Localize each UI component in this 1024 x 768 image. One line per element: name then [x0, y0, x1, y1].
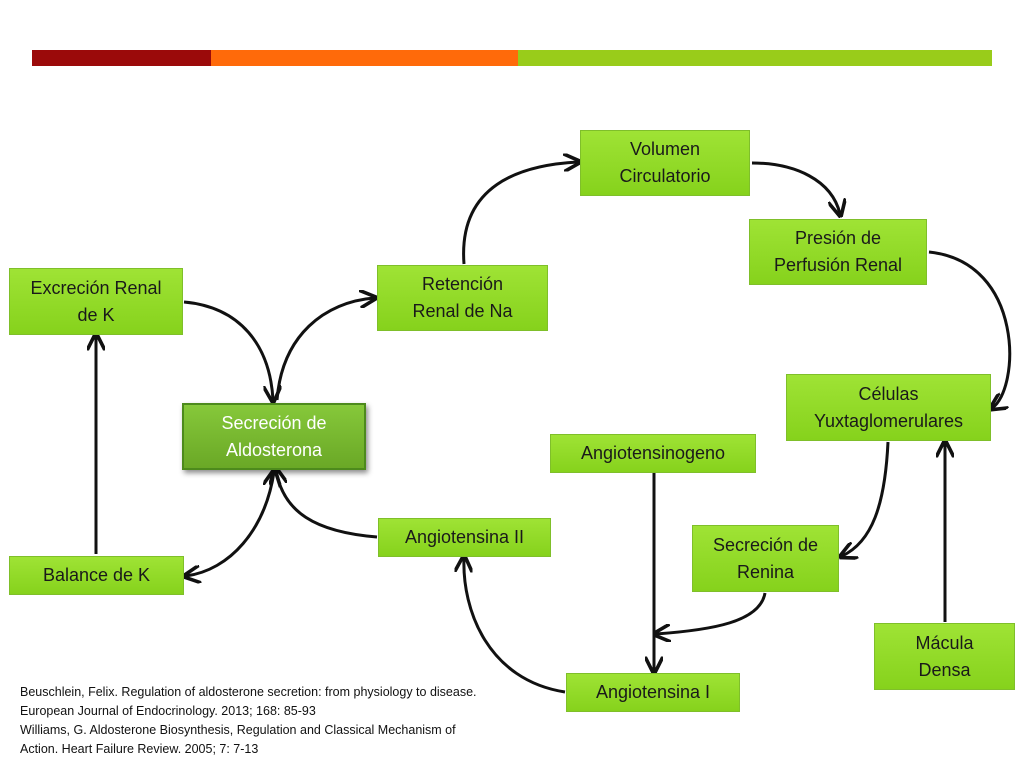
arrow-angiotensina1-to-angiotensina2 [464, 558, 566, 694]
arrow-excrecion-to-aldosterona [183, 300, 273, 400]
node-angiotensina-i: Angiotensina I [566, 673, 740, 712]
reference-item: Williams, G. Aldosterone Biosynthesis, R… [20, 723, 456, 756]
arrow-celulas-to-secrecion-renina [842, 441, 890, 556]
node-retencion-renal-na: Retención Renal de Na [377, 265, 548, 331]
node-balance-k: Balance de K [9, 556, 184, 595]
header-bar-orange [211, 50, 518, 66]
references: Beuschlein, Felix. Regulation of aldoste… [20, 683, 490, 759]
arrow-aldosterona-to-retencion [275, 298, 374, 401]
arrow-aldosterona-to-balance [186, 472, 274, 576]
arrow-presion-to-celulas [928, 250, 1012, 408]
arrow-volumen-to-presion [751, 161, 840, 214]
node-excrecion-renal-k: Excreción Renal de K [9, 268, 183, 335]
node-presion-perfusion-renal: Presión de Perfusión Renal [749, 219, 927, 285]
node-secrecion-aldosterona: Secreción de Aldosterona [182, 403, 366, 470]
node-celulas-yuxtaglomerulares: Células Yuxtaglomerulares [786, 374, 991, 441]
node-angiotensinogeno: Angiotensinogeno [550, 434, 756, 473]
node-macula-densa: Mácula Densa [874, 623, 1015, 690]
node-angiotensina-ii: Angiotensina II [378, 518, 551, 557]
arrow-angiotensina2-to-aldosterona [276, 470, 378, 539]
header-bar-green [518, 50, 992, 66]
header-bar-red [32, 50, 211, 66]
node-volumen-circulatorio: Volumen Circulatorio [580, 130, 750, 196]
arrow-renina-to-conversion [656, 592, 767, 634]
arrow-retencion-to-volumen [462, 162, 578, 265]
node-secrecion-renina: Secreción de Renina [692, 525, 839, 592]
reference-item: Beuschlein, Felix. Regulation of aldoste… [20, 685, 477, 718]
